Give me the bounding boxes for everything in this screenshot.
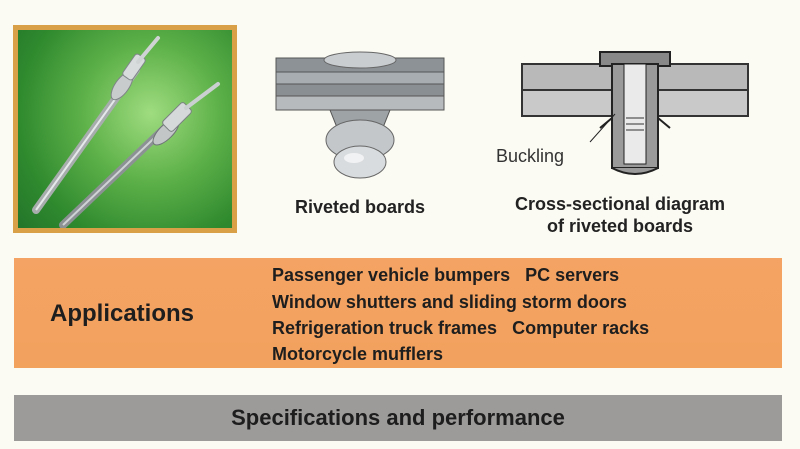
rivets-illustration: [32, 36, 220, 228]
applications-line-4: Motorcycle mufflers: [272, 344, 444, 364]
cross-section-caption-line2: of riveted boards: [546, 216, 694, 236]
applications-band: [14, 258, 782, 368]
riveted-boards-image: [275, 51, 445, 179]
cross-section-caption-line1: Cross-sectional diagram: [514, 194, 726, 214]
riveted-boards-caption: Riveted boards: [294, 197, 426, 217]
applications-line-1: Passenger vehicle bumpers PC servers: [272, 265, 620, 285]
rivets-photo: [18, 30, 232, 228]
buckling-label: Buckling: [496, 146, 565, 166]
applications-title: Applications: [50, 300, 195, 327]
rivets-photo-frame: [13, 25, 237, 233]
specifications-band: [14, 395, 782, 441]
rivet-1: [32, 36, 160, 214]
applications-line-3: Refrigeration truck frames Computer rack…: [272, 318, 650, 338]
rivet-2: [59, 82, 220, 228]
specifications-title: Specifications and performance: [231, 405, 565, 430]
cross-section-diagram: [521, 51, 749, 175]
cross-section-caption: Cross-sectional diagram of riveted board…: [480, 193, 760, 237]
applications-line-2: Window shutters and sliding storm doors: [272, 292, 627, 312]
